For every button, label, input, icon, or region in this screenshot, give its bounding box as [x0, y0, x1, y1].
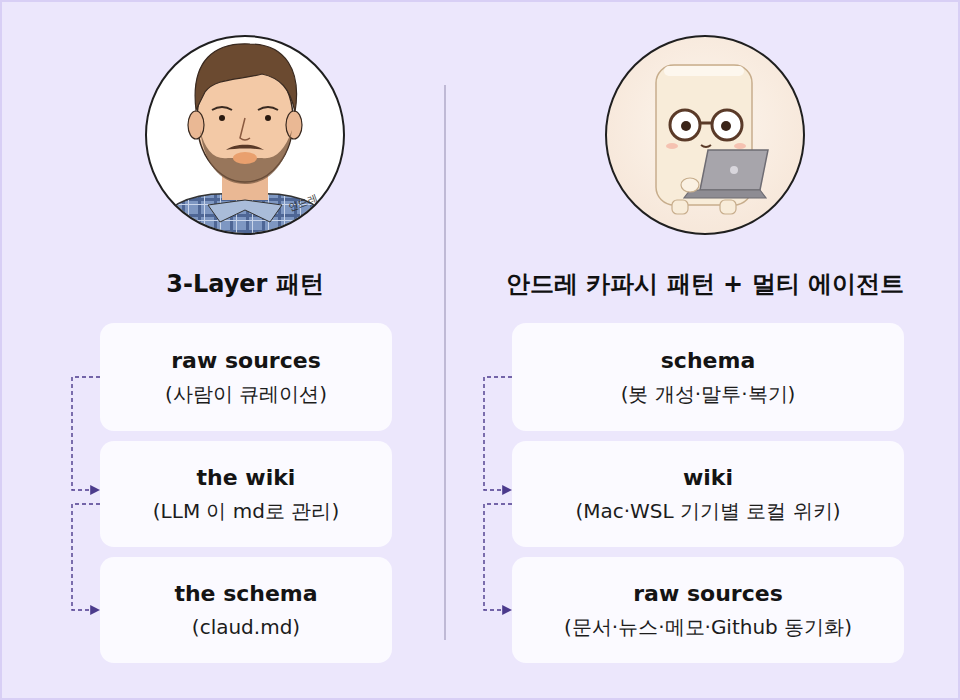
layer-name: the schema [174, 579, 317, 609]
layer-description: (문서·뉴스·메모·Github 동기화) [564, 613, 852, 641]
layer-description: (Mac·WSL 기기별 로컬 위키) [575, 497, 840, 525]
layer-box: the schema (claud.md) [100, 557, 392, 663]
layer-description: (사람이 큐레이션) [165, 380, 327, 408]
layer-name: the wiki [197, 463, 296, 493]
layer-box: wiki (Mac·WSL 기기별 로컬 위키) [512, 441, 904, 547]
portrait-illustration [146, 36, 344, 235]
column-title: 안드레 카파시 패턴 + 멀티 에이전트 [506, 268, 904, 300]
layer-box: raw sources (사람이 큐레이션) [100, 323, 392, 431]
layer-box: schema (봇 개성·말투·복기) [512, 323, 904, 431]
layer-description: (claud.md) [192, 613, 300, 641]
layer-box: the wiki (LLM 이 md로 관리) [100, 441, 392, 547]
layer-name: schema [661, 346, 756, 376]
column-title: 3-Layer 패턴 [166, 268, 324, 300]
column-divider [444, 85, 445, 640]
dashed-connector [72, 377, 100, 490]
layer-name: wiki [683, 463, 733, 493]
layer-name: raw sources [633, 579, 782, 609]
dashed-connector [484, 504, 512, 610]
dashed-connector [72, 504, 100, 610]
dashed-connector [484, 377, 512, 490]
layer-description: (LLM 이 md로 관리) [153, 497, 339, 525]
layer-box: raw sources (문서·뉴스·메모·Github 동기화) [512, 557, 904, 663]
tofu-character-illustration [606, 36, 804, 234]
layer-description: (봇 개성·말투·복기) [621, 380, 796, 408]
layer-name: raw sources [171, 346, 320, 376]
